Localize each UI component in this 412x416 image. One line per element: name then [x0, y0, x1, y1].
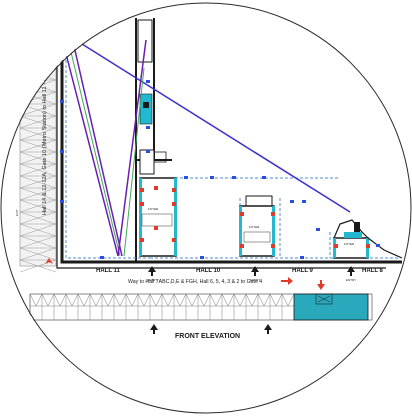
red-marker [140, 188, 144, 192]
blue-marker [146, 80, 150, 83]
direction-text: Way to Hall 7ABC,D,E & FGH, Hall 6, 5, 4… [128, 279, 262, 285]
entry-label: ENTRY [250, 278, 260, 282]
entry-arrow-icon [251, 266, 259, 276]
hall-label-8: HALL 8 [362, 268, 384, 274]
sight-lines [63, 39, 351, 257]
entry-label: ENTRY [147, 278, 157, 282]
blue-marker [376, 244, 380, 247]
hall-10-foyer [239, 205, 275, 257]
service-corridor [137, 19, 362, 238]
blue-marker [184, 176, 188, 179]
hall-11-foyer [139, 177, 177, 257]
blue-marker [210, 176, 214, 179]
markers [60, 80, 380, 259]
blue-marker [300, 256, 304, 259]
red-marker [154, 226, 158, 230]
red-marker [366, 244, 370, 248]
red-marker [172, 188, 176, 192]
foyer-label: FOYER [249, 225, 260, 229]
blue-marker [232, 176, 236, 179]
red-marker [240, 212, 244, 216]
red-marker [172, 238, 176, 242]
glass-facade [293, 293, 369, 321]
hall-labels: HALL 11 HALL 10 HALL 9 HALL 8 [96, 268, 384, 274]
entry-arrow-icon [347, 266, 355, 276]
red-arrow-icon [45, 258, 53, 264]
hall-label-11: HALL 11 [96, 268, 121, 274]
red-marker [334, 244, 338, 248]
red-marker [154, 186, 158, 190]
entry-arrow-icon [148, 266, 156, 276]
plan-content: HALL 11 HALL 10 HALL 9 HALL 8 ENTRY ENTR… [15, 18, 403, 340]
entry-label: ENTRY [346, 278, 356, 282]
front-elevation: FRONT ELEVATION [29, 293, 373, 340]
blue-marker [60, 150, 64, 153]
up-arrow-icon [264, 324, 272, 334]
red-marker [140, 238, 144, 242]
red-marker [140, 202, 144, 206]
elevation-title: FRONT ELEVATION [175, 333, 240, 340]
blue-marker [100, 256, 104, 259]
hall-label-9: HALL 9 [292, 268, 314, 274]
red-marker [240, 244, 244, 248]
up-arrow-icon [150, 324, 158, 334]
red-marker [172, 202, 176, 206]
blue-marker [302, 200, 306, 203]
hall-label-10: HALL 10 [196, 268, 221, 274]
blue-marker [316, 228, 320, 231]
blue-marker [200, 256, 204, 259]
direction-arrow-icon [281, 277, 293, 285]
foyer-label: FOYER [344, 242, 355, 246]
blue-marker [60, 200, 64, 203]
small-labels: ENTRY ENTRY ENTRY FOYER FOYER FOYER EXIT [15, 207, 356, 282]
entry-arrows [45, 258, 355, 276]
red-marker [271, 212, 275, 216]
blue-marker [290, 200, 294, 203]
exit-label: EXIT [15, 209, 19, 216]
blue-marker [60, 100, 64, 103]
blue-marker [262, 176, 266, 179]
vertical-direction-text: Hall 14 & 12-12A, Gate 10 (Metro Station… [42, 67, 48, 215]
down-arrow-icon [317, 280, 325, 290]
foyer-label: FOYER [148, 207, 159, 211]
red-marker [271, 244, 275, 248]
blue-marker [146, 150, 150, 153]
blue-marker [146, 126, 150, 129]
